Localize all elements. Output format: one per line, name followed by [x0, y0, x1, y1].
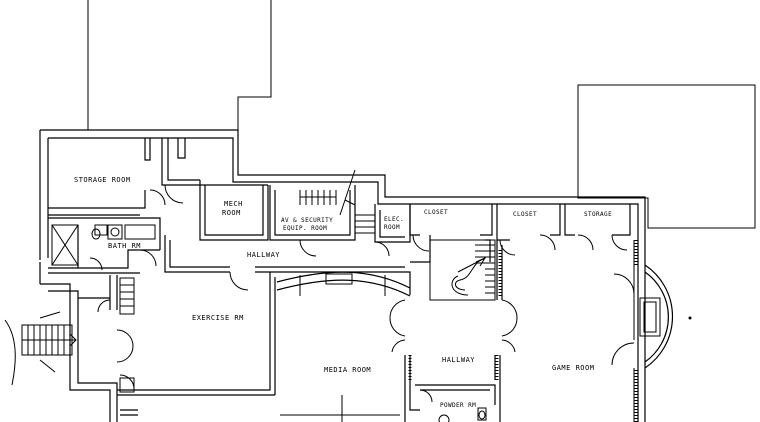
- label-hallway-lower: HALLWAY: [442, 356, 475, 364]
- label-hallway-upper: HALLWAY: [247, 251, 280, 259]
- label-mech-room-line2: ROOM: [222, 209, 241, 217]
- interior-walls: [48, 138, 631, 422]
- label-elec-room-line2: ROOM: [384, 224, 400, 231]
- stairs: [4, 169, 496, 393]
- bath-fixtures: [51, 224, 156, 271]
- label-powder-rm: POWDER RM: [440, 402, 476, 409]
- label-elec-room-line1: ELEC.: [384, 216, 404, 223]
- label-mech-room-line1: MECH: [224, 200, 243, 208]
- game-room-bay: [639, 264, 692, 369]
- site-outline: [87, 0, 756, 229]
- room-labels: STORAGE ROOM MECH ROOM AV & SECURITY EQU…: [74, 176, 612, 409]
- label-exercise-rm: EXERCISE RM: [192, 314, 244, 322]
- powder-fixtures: [438, 407, 487, 422]
- label-bath-rm: BATH RM: [108, 242, 141, 250]
- label-game-room: GAME ROOM: [552, 364, 594, 372]
- doors: [97, 184, 635, 403]
- label-media-room: MEDIA ROOM: [324, 366, 371, 374]
- label-av-room-line1: AV & SECURITY: [281, 217, 333, 224]
- media-screen: [276, 271, 411, 422]
- label-av-room-line2: EQUIP. ROOM: [283, 225, 327, 232]
- wall-hatching: [408, 240, 638, 422]
- label-closet-2: CLOSET: [513, 211, 537, 218]
- label-storage-room: STORAGE ROOM: [74, 176, 131, 184]
- exterior-walls: [39, 129, 646, 422]
- label-closet-1: CLOSET: [424, 209, 448, 216]
- label-storage: STORAGE: [584, 211, 612, 218]
